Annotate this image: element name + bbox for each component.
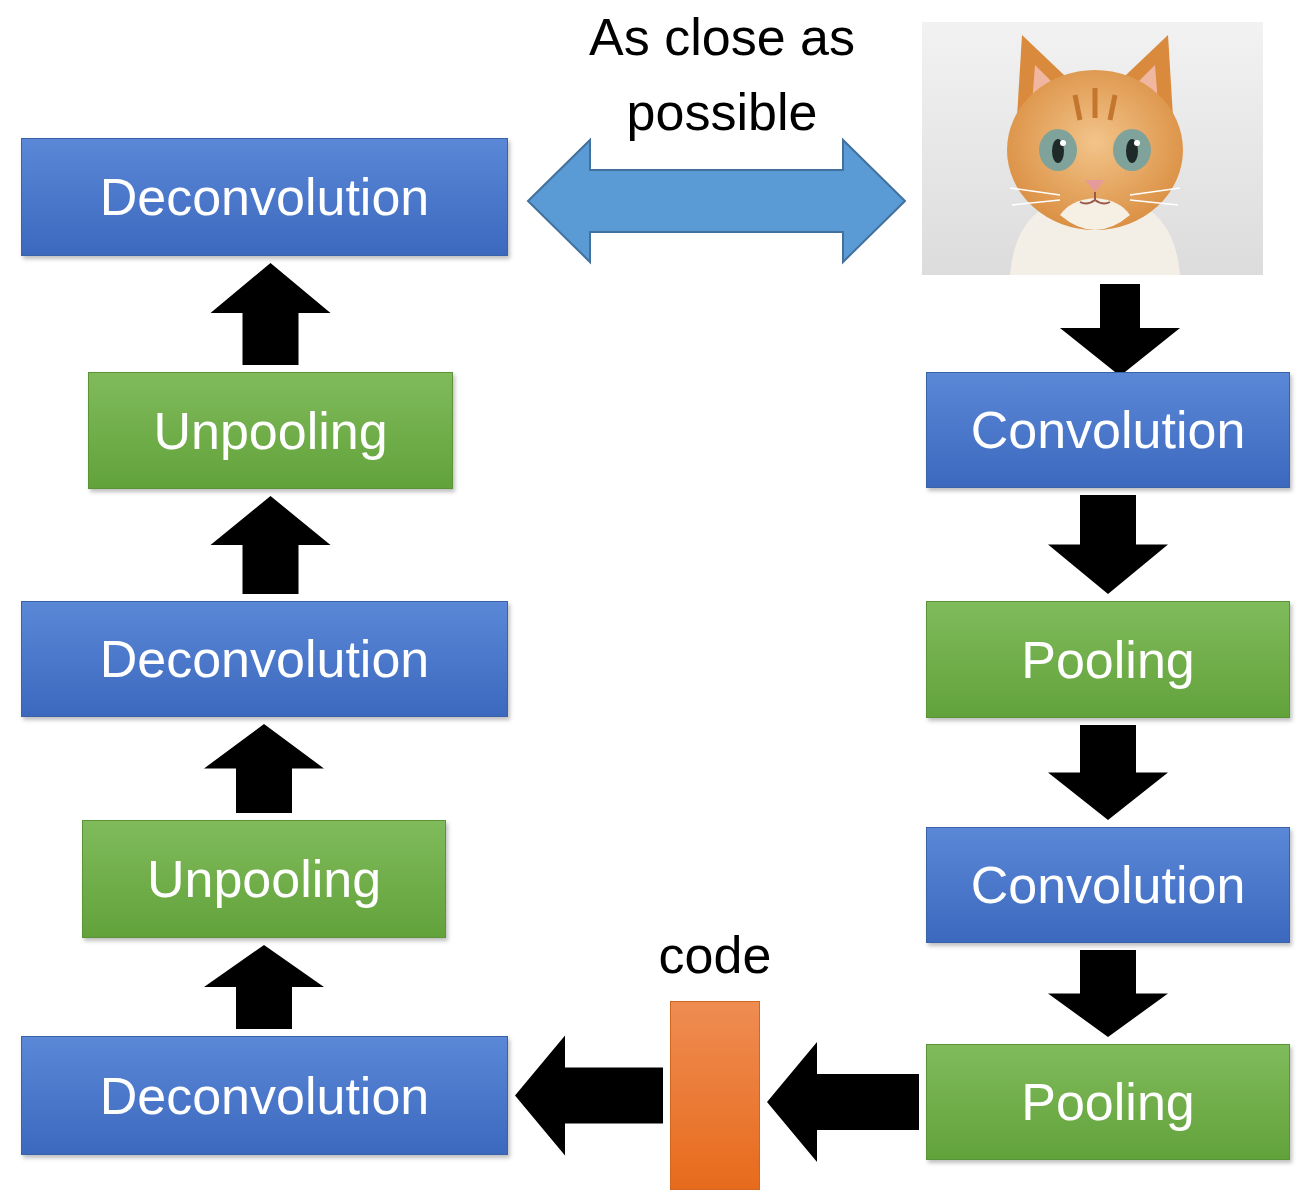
block-arrow xyxy=(767,1042,919,1162)
block-arrow xyxy=(1048,950,1168,1037)
box-label: Convolution xyxy=(971,855,1246,915)
box-label: Deconvolution xyxy=(100,167,430,227)
box-label: Unpooling xyxy=(153,401,387,461)
block-arrow xyxy=(1048,725,1168,820)
process-box: Deconvolution xyxy=(21,1036,508,1155)
block-arrow xyxy=(211,263,331,365)
process-box: Unpooling xyxy=(82,820,446,938)
block-arrow xyxy=(1048,495,1168,594)
block-arrow xyxy=(515,1036,663,1156)
code-label: code xyxy=(645,925,785,985)
process-box: Convolution xyxy=(926,372,1290,488)
block-arrow xyxy=(211,496,331,594)
comparison-label: As close as possible xyxy=(557,0,887,150)
process-box: Deconvolution xyxy=(21,138,508,256)
box-label: Deconvolution xyxy=(100,629,430,689)
box-label: Deconvolution xyxy=(100,1066,430,1126)
down-arrow xyxy=(1060,284,1180,376)
box-label: Pooling xyxy=(1021,630,1194,690)
process-box: Pooling xyxy=(926,601,1290,718)
process-box: Pooling xyxy=(926,1044,1290,1160)
code-bar xyxy=(670,1001,760,1190)
box-label: Convolution xyxy=(971,400,1246,460)
process-box: Unpooling xyxy=(88,372,453,489)
box-label: Pooling xyxy=(1021,1072,1194,1132)
box-label: Unpooling xyxy=(147,849,381,909)
compare-double-arrow xyxy=(528,140,905,262)
code-node: code xyxy=(645,925,785,1190)
kitten-photo xyxy=(922,22,1263,275)
block-arrow xyxy=(204,724,324,813)
process-box: Convolution xyxy=(926,827,1290,943)
block-arrow xyxy=(204,945,324,1029)
process-box: Deconvolution xyxy=(21,601,508,717)
